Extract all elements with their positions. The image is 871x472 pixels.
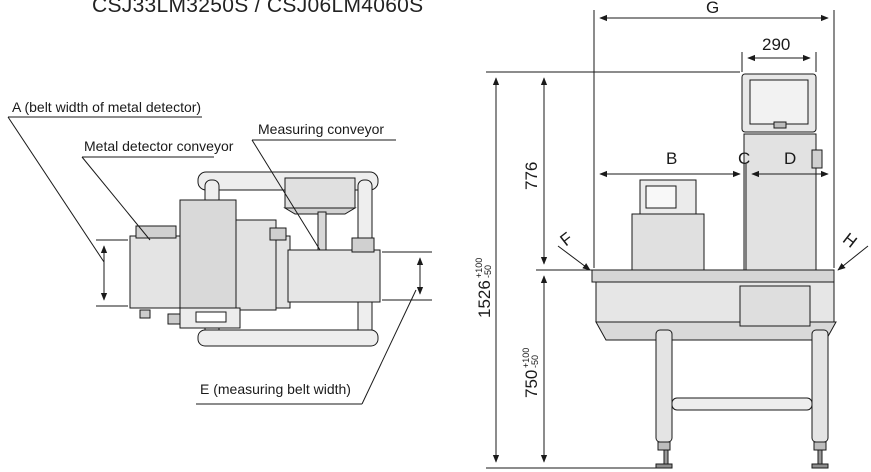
dim-label-750: 750 xyxy=(522,370,541,398)
callout-metal-detector-conveyor: Metal detector conveyor xyxy=(84,138,234,154)
side-view xyxy=(591,73,837,469)
dim-pass-height: 750 +100 -50 xyxy=(521,348,541,398)
dim-tol-minus-750: -50 xyxy=(530,355,540,368)
dim-e xyxy=(196,251,432,405)
side-dimensions xyxy=(486,10,869,469)
callout-measuring-belt-width: E (measuring belt width) xyxy=(200,381,351,397)
leader-measuring-conveyor xyxy=(251,139,396,251)
drawing-title: CSJ33LM3250S / CSJ06LM4060S xyxy=(92,0,424,17)
dim-label-1526: 1526 xyxy=(475,280,494,318)
dim-label-c: C xyxy=(738,149,750,168)
dim-tol-plus-750: +100 xyxy=(521,348,531,368)
dim-label-h: H xyxy=(839,229,860,252)
dim-label-b: B xyxy=(666,149,677,168)
callout-belt-width-metal-detector: A (belt width of metal detector) xyxy=(12,99,201,115)
dim-label-d: D xyxy=(784,149,796,168)
dim-a xyxy=(7,116,202,307)
callout-measuring-conveyor: Measuring conveyor xyxy=(258,121,384,137)
dim-total-height: 1526 +100 -50 xyxy=(474,258,494,318)
dim-tol-minus-1526: -50 xyxy=(483,265,493,278)
dim-tol-plus-1526: +100 xyxy=(474,258,484,278)
dim-label-290: 290 xyxy=(762,35,790,54)
leader-metal-detector-conveyor xyxy=(81,156,214,241)
top-view xyxy=(129,171,381,347)
dim-label-g: G xyxy=(706,0,719,17)
dim-label-776: 776 xyxy=(522,162,541,190)
